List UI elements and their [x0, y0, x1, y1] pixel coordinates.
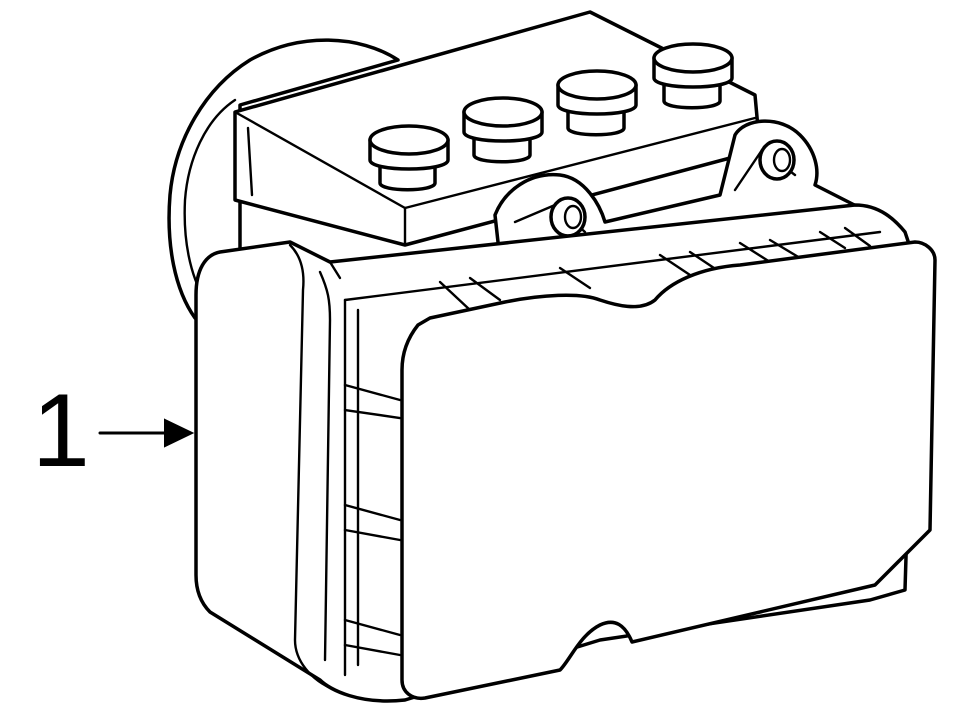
port-cap-1: [368, 124, 450, 192]
bushing-right: [758, 139, 796, 181]
bushing-left: [549, 196, 587, 238]
port-cap-4: [652, 42, 734, 110]
frame-ribs: [343, 226, 882, 677]
port-cap-2: [462, 96, 544, 164]
port-caps: [368, 42, 734, 192]
motor-housing: [167, 38, 400, 320]
callout-number: 1: [32, 373, 90, 489]
port-cap-3: [556, 69, 638, 137]
control-module-cover: [400, 240, 937, 701]
arrow-head-icon: [164, 418, 195, 448]
callout-1: 1: [32, 373, 195, 489]
